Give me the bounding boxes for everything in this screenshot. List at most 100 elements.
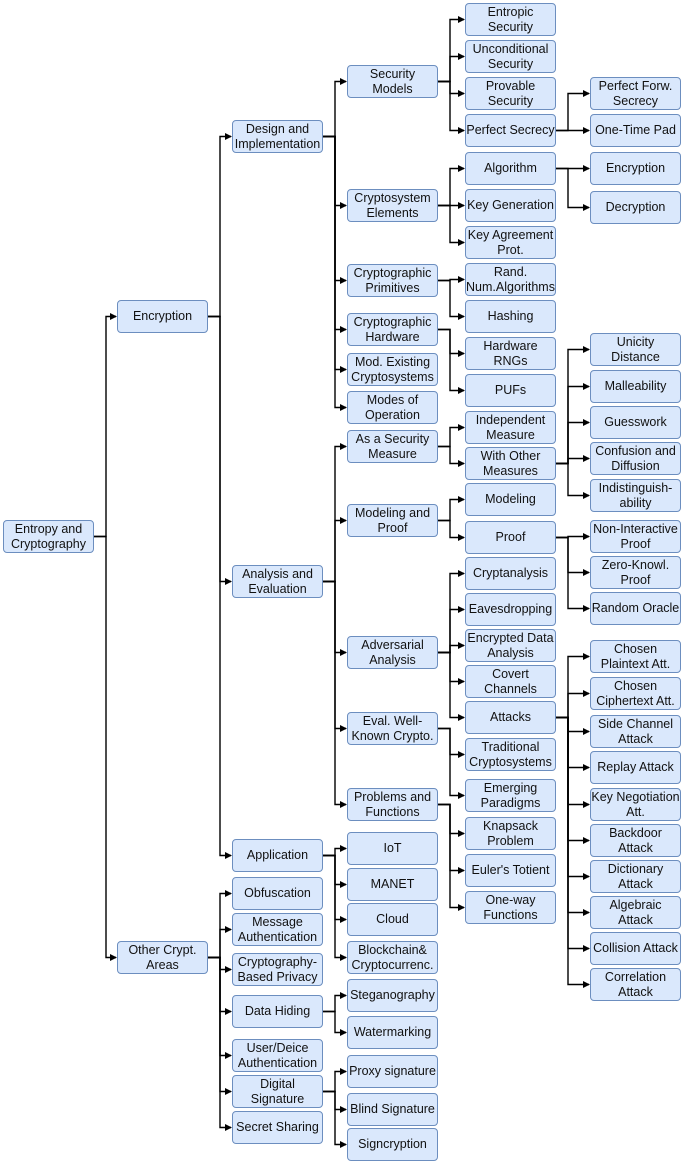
node-unicity-distance: Unicity Distance (590, 333, 681, 366)
connector-crypto_hardware-to-pufs (438, 328, 465, 394)
connector-algorithm-to-decryption (556, 167, 590, 211)
connector-application-to-blockchain (323, 854, 347, 961)
connector-attacks-to-chosen_ciphertext (556, 690, 590, 719)
connector-adversarial-to-cryptanalysis (438, 570, 465, 654)
connector-root-to-encryption (94, 313, 117, 538)
node-guesswork: Guesswork (590, 406, 681, 439)
node-cryptography-based-privacy: Cryptography- Based Privacy (232, 953, 323, 986)
connector-security_measure-to-independent_measure (438, 424, 465, 448)
node-indistinguishability: Indistinguish- ability (590, 479, 681, 512)
node-mod-existing-cryptosystems: Mod. Existing Cryptosystems (347, 353, 438, 386)
node-emerging-paradigms: Emerging Paradigms (465, 779, 556, 812)
node-eulers-totient: Euler's Totient (465, 854, 556, 887)
connector-crypto_hardware-to-hardware_rngs (438, 328, 465, 357)
node-attacks: Attacks (465, 701, 556, 734)
node-blockchain-cryptocurrency: Blockchain& Cryptocurrenc. (347, 941, 438, 974)
connector-root-to-other_areas (94, 535, 117, 961)
connector-security_models-to-provable_security (438, 80, 465, 97)
node-perfect-forward-secrecy: Perfect Forw. Secrecy (590, 77, 681, 110)
node-hardware-rngs: Hardware RNGs (465, 337, 556, 370)
connector-modeling_proof-to-modeling (438, 496, 465, 522)
connector-adversarial-to-encrypted_data_analysis (438, 642, 465, 654)
node-as-a-security-measure: As a Security Measure (347, 430, 438, 463)
connector-cryptosystem_elements-to-algorithm (438, 165, 465, 207)
node-backdoor-attack: Backdoor Attack (590, 824, 681, 857)
node-entropic-security: Entropic Security (465, 3, 556, 36)
node-malleability: Malleability (590, 370, 681, 403)
node-manet: MANET (347, 868, 438, 901)
node-analysis-and-evaluation: Analysis and Evaluation (232, 565, 323, 598)
node-cryptosystem-elements: Cryptosystem Elements (347, 189, 438, 222)
node-covert-channels: Covert Channels (465, 665, 556, 698)
node-cryptanalysis: Cryptanalysis (465, 557, 556, 590)
node-provable-security: Provable Security (465, 77, 556, 110)
connector-data_hiding-to-watermarking (323, 1010, 347, 1036)
node-key-agreement-protocol: Key Agreement Prot. (465, 226, 556, 259)
node-message-authentication: Message Authentication (232, 913, 323, 946)
node-hashing: Hashing (465, 300, 556, 333)
connector-security_models-to-entropic_security (438, 16, 465, 83)
node-pufs: PUFs (465, 374, 556, 407)
node-user-device-authentication: User/Deice Authentication (232, 1039, 323, 1072)
connector-attacks-to-correlation_attack (556, 716, 590, 988)
connector-perfect_secrecy-to-perfect_forward_secrecy (556, 90, 590, 132)
connector-attacks-to-side_channel (556, 716, 590, 735)
connector-security_models-to-unconditional_security (438, 53, 465, 83)
node-proof: Proof (465, 521, 556, 554)
node-design-and-implementation: Design and Implementation (232, 120, 323, 153)
connector-security_measure-to-with_other_measures (438, 445, 465, 467)
node-application: Application (232, 839, 323, 872)
node-blind-signature: Blind Signature (347, 1093, 438, 1126)
node-signcryption: Signcryption (347, 1128, 438, 1161)
node-unconditional-security: Unconditional Security (465, 40, 556, 73)
node-perfect-secrecy: Perfect Secrecy (465, 114, 556, 147)
node-key-generation: Key Generation (465, 189, 556, 222)
node-with-other-measures: With Other Measures (465, 447, 556, 480)
node-knapsack-problem: Knapsack Problem (465, 817, 556, 850)
node-encryption-leaf: Encryption (590, 152, 681, 185)
node-modeling: Modeling (465, 483, 556, 516)
node-encrypted-data-analysis: Encrypted Data Analysis (465, 629, 556, 662)
node-obfuscation: Obfuscation (232, 877, 323, 910)
connector-attacks-to-collision_attack (556, 716, 590, 952)
connector-other_areas-to-secret_sharing (208, 956, 232, 1131)
node-replay-attack: Replay Attack (590, 751, 681, 784)
connector-attacks-to-chosen_plaintext (556, 653, 590, 719)
node-modes-of-operation: Modes of Operation (347, 391, 438, 424)
node-non-interactive-proof: Non-Interactive Proof (590, 520, 681, 553)
connector-with_other_measures-to-confusion_diffusion (556, 455, 590, 465)
node-digital-signature: Digital Signature (232, 1075, 323, 1108)
connector-attacks-to-key_negotiation (556, 716, 590, 808)
node-independent-measure: Independent Measure (465, 411, 556, 444)
connector-problems_functions-to-oneway_functions (438, 803, 465, 911)
connector-modeling_proof-to-proof (438, 519, 465, 541)
node-iot: IoT (347, 832, 438, 865)
node-entropy-and-cryptography: Entropy and Cryptography (3, 520, 94, 553)
node-modeling-and-proof: Modeling and Proof (347, 504, 438, 537)
connector-attacks-to-backdoor_attack (556, 716, 590, 844)
node-proxy-signature: Proxy signature (347, 1055, 438, 1088)
connector-data_hiding-to-steganography (323, 992, 347, 1013)
node-data-hiding: Data Hiding (232, 995, 323, 1028)
node-dictionary-attack: Dictionary Attack (590, 860, 681, 893)
node-steganography: Steganography (347, 979, 438, 1012)
node-algorithm: Algorithm (465, 152, 556, 185)
connector-eval_wellknown-to-traditional_cryptosystems (438, 727, 465, 758)
node-correlation-attack: Correlation Attack (590, 968, 681, 1001)
node-secret-sharing: Secret Sharing (232, 1111, 323, 1144)
connector-with_other_measures-to-unicity_distance (556, 346, 590, 465)
node-random-oracle: Random Oracle (590, 592, 681, 625)
connector-design-to-modes_operation (323, 135, 347, 411)
connector-crypto_primitives-to-hashing (438, 279, 465, 320)
node-random-number-algorithms: Rand. Num.Algorithms (465, 263, 556, 296)
connector-analysis-to-problems_functions (323, 580, 347, 808)
connector-other_areas-to-message_auth (208, 926, 232, 959)
node-collision-attack: Collision Attack (590, 932, 681, 965)
connector-analysis-to-modeling_proof (323, 517, 347, 583)
connector-lines (94, 16, 590, 1148)
node-chosen-ciphertext-attack: Chosen Ciphertext Att. (590, 677, 681, 710)
connector-adversarial-to-covert_channels (438, 651, 465, 685)
connector-application-to-iot (323, 845, 347, 857)
node-eval-well-known-crypto: Eval. Well- Known Crypto. (347, 712, 438, 745)
connector-attacks-to-algebraic_attack (556, 716, 590, 916)
